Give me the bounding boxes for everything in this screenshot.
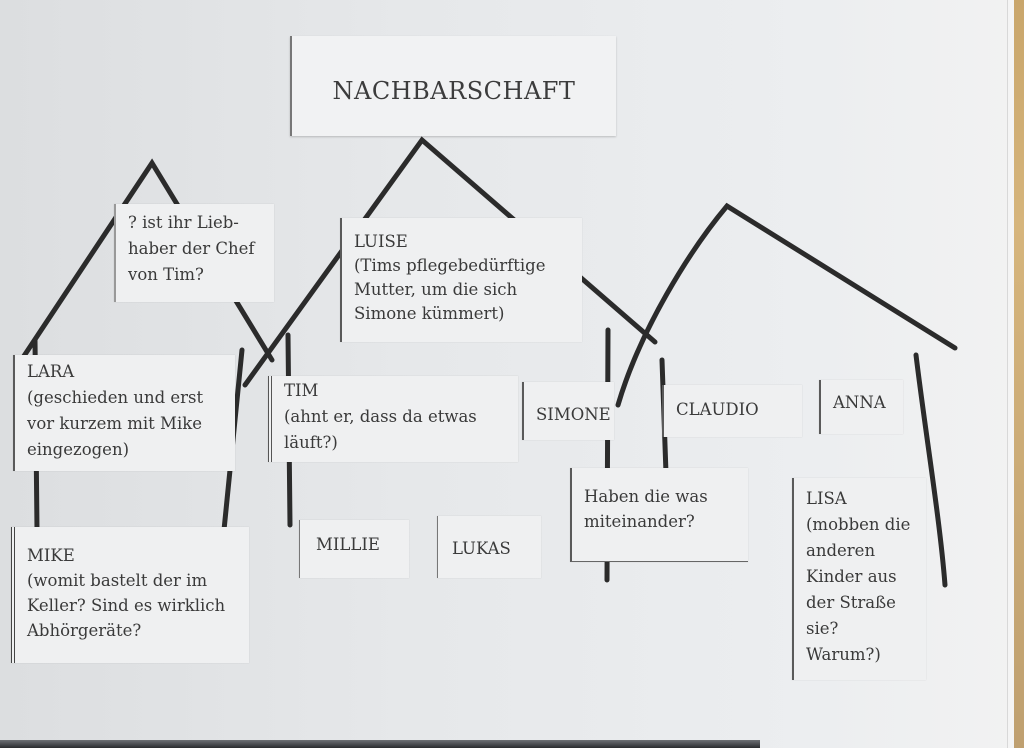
card-name: TIM [284, 381, 319, 400]
card-line: Mutter, um die sich [354, 280, 518, 299]
card-line: vor kurzem mit Mike [27, 414, 202, 433]
card-name: MILLIE [316, 535, 380, 554]
card-claudio: CLAUDIO [662, 385, 802, 437]
card-line: Abhörgeräte? [27, 621, 142, 640]
card-line: ? ist ihr Lieb- [128, 213, 239, 232]
card-line: Warum?) [806, 645, 881, 664]
card-name: LUISE [354, 232, 408, 251]
card-line: sie? [806, 619, 839, 638]
paper-stack-edge [1007, 0, 1014, 748]
card-line: anderen [806, 541, 876, 560]
card-name: LUKAS [452, 539, 511, 558]
card-line: (geschieden und erst [27, 388, 204, 407]
card-luise: LUISE (Tims pflegebedürftige Mutter, um … [340, 218, 582, 342]
card-name: MIKE [27, 546, 75, 565]
card-name: CLAUDIO [676, 400, 759, 419]
page-title: NACHBARSCHAFT [290, 36, 616, 136]
card-line: (Tims pflegebedürftige [354, 256, 546, 275]
card-simone: SIMONE [522, 382, 614, 440]
card-millie: MILLIE [299, 520, 409, 578]
card-line: Keller? Sind es wirklich [27, 596, 226, 615]
card-lara: LARA (geschieden und erst vor kurzem mit… [13, 355, 235, 471]
card-chef-question: ? ist ihr Lieb- haber der Chef von Tim? [114, 204, 274, 302]
card-line: eingezogen) [27, 440, 130, 459]
card-line: Simone kümmert) [354, 304, 505, 323]
card-line: Kinder aus [806, 567, 897, 586]
card-name: LARA [27, 362, 75, 381]
card-name: LISA [806, 489, 847, 508]
card-tim: TIM (ahnt er, dass da etwas läuft?) [268, 376, 518, 462]
card-mike: MIKE (womit bastelt der im Keller? Sind … [11, 527, 249, 663]
card-line: (ahnt er, dass da etwas [284, 407, 477, 426]
card-line: (womit bastelt der im [27, 571, 208, 590]
card-anna: ANNA [819, 380, 903, 434]
card-lisa: LISA (mobben die anderen Kinder aus der … [792, 478, 926, 680]
card-line: (mobben die [806, 515, 911, 534]
card-line: läuft?) [284, 433, 338, 452]
card-name: ANNA [833, 393, 886, 412]
card-line: Haben die was [584, 487, 708, 506]
card-lukas: LUKAS [437, 516, 541, 578]
card-name: SIMONE [536, 405, 611, 424]
card-line: von Tim? [128, 265, 204, 284]
table-shadow [0, 740, 760, 748]
card-line: haber der Chef [128, 239, 255, 258]
card-haben-question: Haben die was miteinander? [570, 468, 748, 562]
card-line: miteinander? [584, 512, 695, 531]
card-line: der Straße [806, 593, 896, 612]
